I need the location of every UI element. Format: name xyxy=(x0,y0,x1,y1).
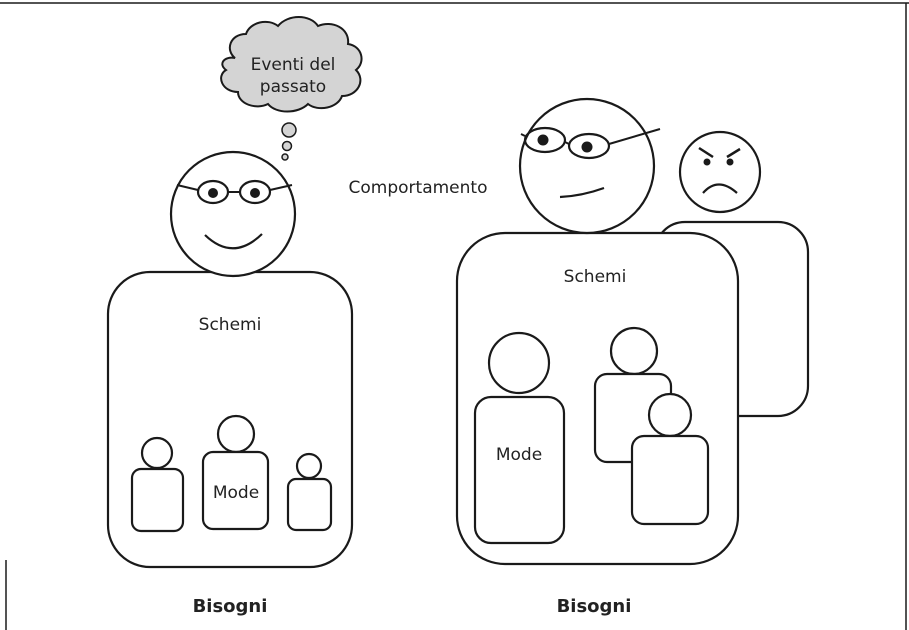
left-bisogni-caption: Bisogni xyxy=(193,596,268,617)
right-mode-label: Mode xyxy=(496,445,542,465)
thought-text-line2: passato xyxy=(260,77,326,97)
right-schemi-label: Schemi xyxy=(564,267,627,287)
thought-bubbles xyxy=(281,122,297,161)
left-mode-label: Mode xyxy=(213,483,259,503)
thought-text-line1: Eventi del xyxy=(251,55,336,75)
right-bisogni-caption: Bisogni xyxy=(557,596,632,617)
left-mode-person: Mode xyxy=(201,414,270,531)
left-head-happy-face-icon xyxy=(169,150,297,278)
thought-cloud: Eventi del passato xyxy=(220,16,363,113)
left-small-person-1 xyxy=(130,436,185,533)
comportamento-label: Comportamento xyxy=(349,178,488,198)
right-mode-person: Mode xyxy=(473,331,566,545)
right-head-happy-face-icon xyxy=(518,97,661,235)
right-back-head-angry-face-icon xyxy=(678,130,762,214)
right-small-person-2 xyxy=(630,392,710,526)
left-small-person-2 xyxy=(286,452,333,532)
left-schemi-label: Schemi xyxy=(199,315,262,335)
